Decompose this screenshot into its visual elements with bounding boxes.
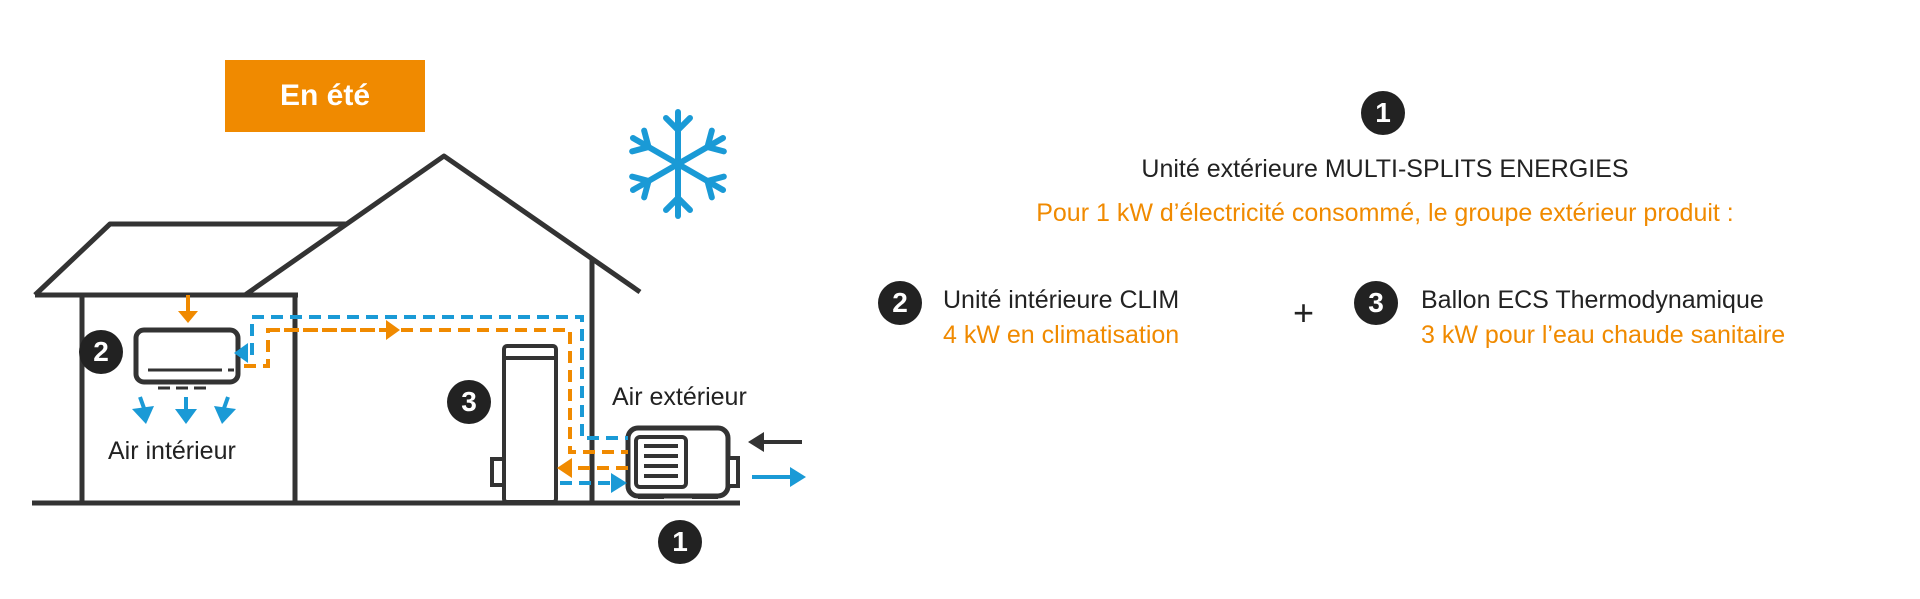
outdoor-air-out-arrow-icon [752,467,806,487]
season-label: En été [225,60,425,132]
info-badge-number-3: 3 [1354,281,1398,325]
snowflake-icon [629,109,727,219]
orange-circuit [244,328,628,470]
water-tank-value: 3 kW pour l’eau chaude sanitaire [1421,321,1786,349]
cold-air-arrows-icon [132,396,236,424]
hot-water-tank [490,344,558,504]
air-indoor-label: Air intérieur [108,437,236,465]
orange-arrow-right-icon [386,320,400,340]
indoor-ac-unit [133,327,241,390]
info-badge-number-2: 2 [878,281,922,325]
badge-number-1-outdoor: 1 [658,520,702,564]
blue-arrow-to-outdoor-icon [611,473,627,493]
outdoor-unit-title: Unité extérieure MULTI-SPLITS ENERGIES [1141,155,1629,183]
heat-arrow-down-icon [178,295,198,323]
plus-operator: + [1293,292,1315,333]
air-outdoor-label: Air extérieur [612,383,747,411]
outdoor-unit [625,425,740,499]
orange-arrow-to-tank-icon [557,458,572,478]
indoor-unit-label: Unité intérieure CLIM [943,286,1180,314]
info-badge-number-1: 1 [1361,91,1405,135]
blue-arrow-to-indoor-icon [234,343,248,363]
indoor-unit-value: 4 kW en climatisation [943,321,1180,349]
water-tank-label: Ballon ECS Thermodynamique [1421,286,1764,314]
badge-number-3-tank: 3 [447,380,491,424]
badge-number-2-indoor: 2 [79,330,123,374]
blue-circuit [250,315,628,485]
outdoor-unit-grill [644,444,678,478]
outdoor-unit-subtitle: Pour 1 kW d’électricité consommé, le gro… [1036,199,1734,227]
outdoor-air-in-arrow-icon [748,432,802,452]
